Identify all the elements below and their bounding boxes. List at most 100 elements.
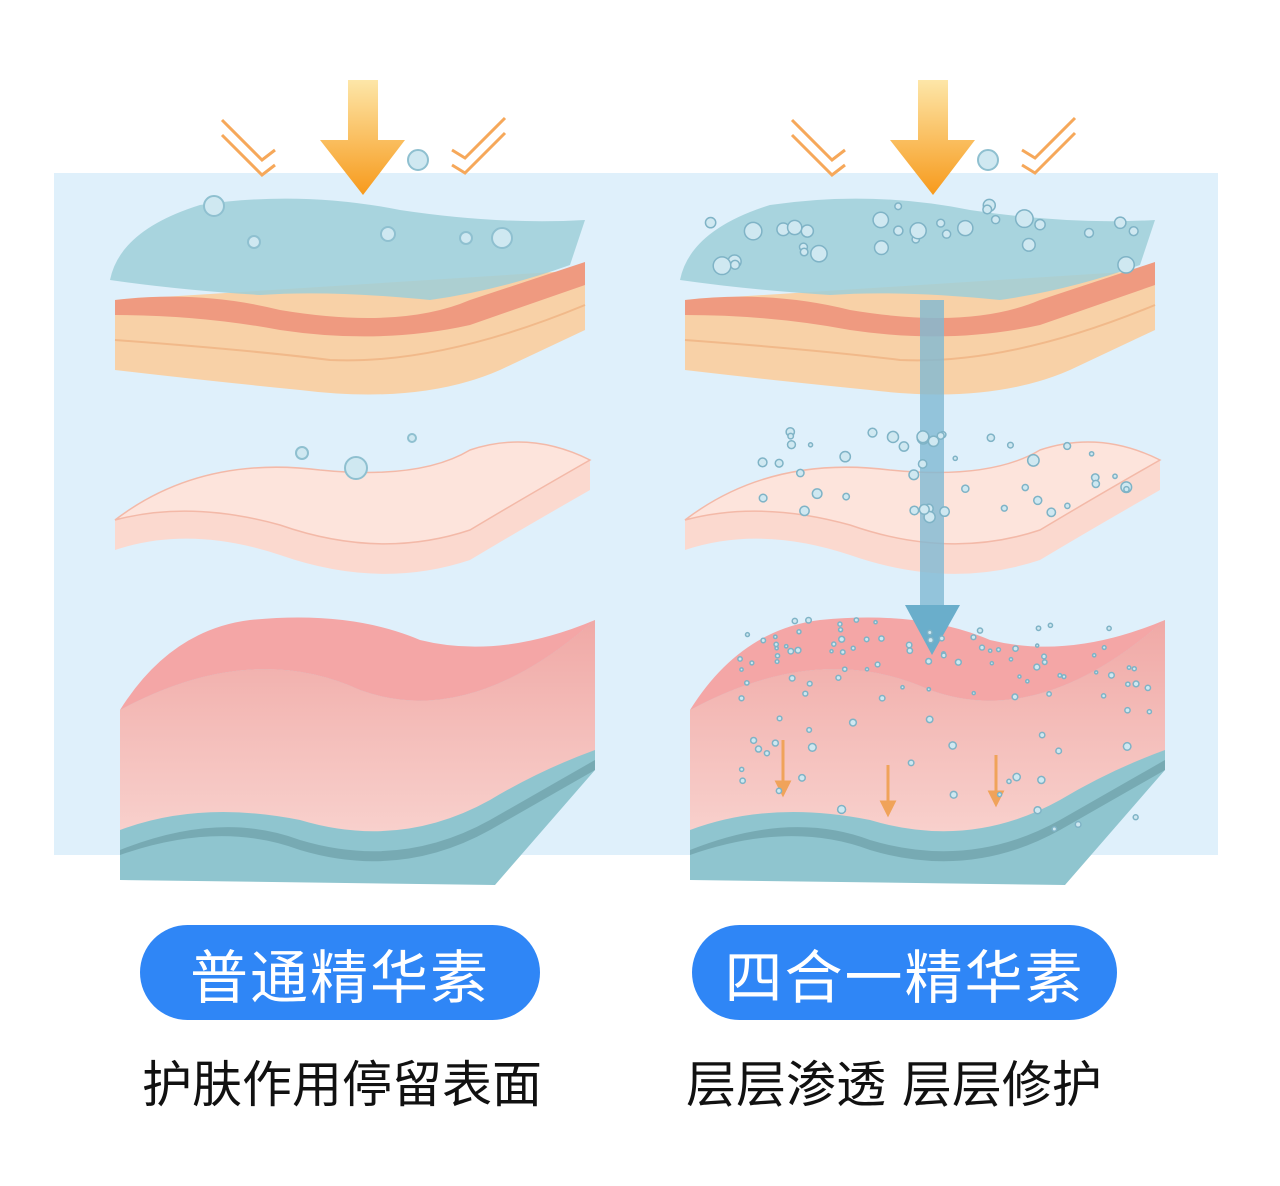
droplet (839, 450, 852, 463)
droplet (863, 636, 870, 643)
droplet (737, 656, 743, 662)
droplet (853, 617, 860, 623)
droplet (800, 224, 815, 238)
droplet (1012, 645, 1019, 652)
droplet (1063, 441, 1072, 451)
droplet (926, 629, 933, 636)
penetrating-droplets (704, 198, 1153, 832)
droplet (909, 221, 927, 240)
droplet (835, 674, 842, 681)
droplet (907, 759, 915, 767)
droplet (787, 647, 795, 655)
droplet (878, 635, 885, 642)
droplet (867, 427, 878, 438)
droplet (774, 645, 780, 651)
droplet (886, 430, 900, 444)
droplet (729, 259, 741, 271)
droplet (971, 690, 977, 696)
droplet (754, 745, 763, 753)
droplet (873, 619, 878, 625)
droplet (954, 658, 963, 666)
droplet (1037, 775, 1046, 785)
droplet (957, 219, 974, 237)
droplet (757, 457, 768, 468)
droplet (1014, 209, 1034, 229)
droplet (704, 216, 717, 229)
droplet (788, 674, 796, 682)
droplet (1008, 656, 1014, 662)
four-in-one-serum-label: 四合一精华素 (692, 925, 1117, 1020)
droplet (836, 804, 847, 815)
droplet (807, 742, 817, 752)
droplet (982, 204, 993, 215)
droplet (1112, 473, 1118, 480)
droplet (873, 240, 890, 256)
droplet (838, 635, 846, 643)
droplet (1064, 502, 1071, 510)
droplet (1033, 805, 1042, 815)
droplet (900, 684, 905, 690)
droplet (774, 652, 781, 659)
droplet (1100, 693, 1107, 699)
droplet (936, 431, 945, 440)
droplet (952, 455, 959, 462)
droplet (1024, 678, 1030, 684)
droplet (1033, 663, 1041, 671)
droplet (738, 766, 745, 773)
droplet (927, 636, 935, 644)
droplet (1012, 772, 1022, 782)
droplet (795, 468, 805, 478)
droplet (1055, 747, 1063, 755)
droplet (806, 726, 813, 734)
droplet (738, 695, 745, 702)
droplet (786, 219, 803, 236)
standard-serum-caption: 护肤作用停留表面 (142, 1056, 542, 1114)
droplet (925, 657, 933, 665)
droplet (783, 643, 789, 649)
droplet (926, 686, 932, 692)
droplet (1131, 665, 1138, 672)
droplet (1128, 226, 1139, 237)
droplet (970, 634, 977, 641)
droplet (909, 505, 920, 516)
droplet (841, 666, 848, 673)
droplet (1034, 218, 1046, 231)
standard-serum-skin-diagram (108, 78, 597, 887)
droplet (918, 503, 930, 516)
droplet (763, 749, 771, 757)
droplet (749, 736, 758, 745)
droplet (878, 694, 886, 702)
droplet (987, 648, 993, 654)
droplet (842, 492, 851, 501)
droplet (978, 644, 986, 651)
droplet (1046, 507, 1057, 518)
droplet (1038, 731, 1046, 739)
droplet (1026, 453, 1040, 467)
droplet (1091, 479, 1101, 489)
droplet (806, 680, 813, 687)
droplet (872, 211, 890, 229)
droplet (744, 631, 751, 638)
droplet (995, 646, 1002, 653)
droplet (829, 648, 834, 654)
droplet (1032, 495, 1043, 506)
droplet (1124, 681, 1131, 688)
droplet (772, 634, 778, 640)
droplet (1117, 255, 1135, 274)
droplet (776, 715, 783, 722)
droplet (1107, 671, 1116, 679)
droplet (905, 641, 913, 649)
surface-droplets (203, 195, 513, 480)
droplet (1006, 441, 1015, 449)
standard-serum-label: 普通精华素 (140, 925, 540, 1020)
droplet (906, 647, 914, 655)
droplet (1122, 741, 1132, 751)
droplet (989, 660, 995, 666)
droplet (1144, 684, 1152, 692)
droplet (1106, 625, 1112, 632)
droplet (794, 646, 802, 654)
droplet (917, 459, 928, 469)
droplet (948, 741, 958, 750)
droplet (908, 469, 920, 481)
droplet (1074, 820, 1082, 829)
